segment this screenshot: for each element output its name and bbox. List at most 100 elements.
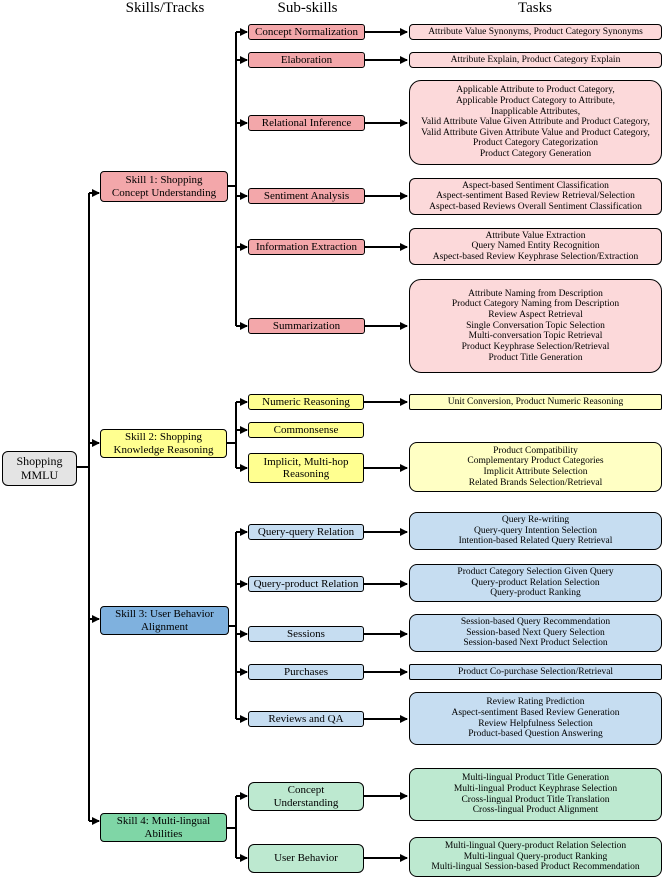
text-line: Query-product Relation Selection [471, 577, 600, 588]
subskill-user-behavior: User Behavior [248, 844, 364, 873]
subskill-concept-normalization: Concept Normalization [248, 24, 365, 40]
text-line: Unit Conversion, Product Numeric Reasoni… [447, 396, 624, 407]
task-numeric-reasoning: Unit Conversion, Product Numeric Reasoni… [409, 394, 662, 410]
text-line: Review Aspect Retrieval [488, 310, 583, 321]
text-line: User Behavior [274, 852, 338, 865]
text-line: Session-based Next Query Selection [466, 627, 605, 638]
subskill-commonsense: Commonsense [248, 422, 364, 438]
subskill-elaboration: Elaboration [248, 52, 365, 68]
text-line: Sessions [287, 627, 325, 640]
text-line: Query Named Entity Recognition [471, 241, 600, 252]
text-line: Skill 4: Multi-lingual [116, 815, 211, 828]
text-line: Concept Normalization [255, 25, 358, 38]
text-line: Skill 1: Shopping [125, 174, 203, 187]
text-line: Attribute Naming from Description [468, 288, 603, 299]
text-line: Aspect-sentiment Based Review Retrieval/… [436, 191, 635, 202]
text-line: Knowledge Reasoning [113, 443, 214, 456]
text-line: Review Rating Prediction [486, 697, 585, 708]
text-line: Aspect-based Sentiment Classification [462, 180, 609, 191]
text-line: Product Keyphrase Selection/Retrieval [461, 341, 610, 352]
text-line: Shopping [16, 454, 63, 469]
text-line: Product Co-purchase Selection/Retrieval [457, 666, 614, 677]
header-skills: Skills/Tracks [125, 0, 205, 16]
text-line: Implicit Attribute Selection [483, 467, 588, 477]
text-line: Single Conversation Topic Selection [466, 320, 605, 331]
text-line: Skill 2: Shopping [124, 431, 203, 444]
text-line: Review Helpfulness Selection [478, 718, 593, 729]
task-elaboration: Attribute Explain, Product Category Expl… [409, 52, 662, 68]
text-line: Product Category Naming from Description [451, 299, 620, 310]
text-line: Product Compatibility [493, 445, 578, 456]
text-line: Aspect-sentiment Based Review Generation [451, 707, 620, 718]
text-line: Reasoning [282, 468, 330, 480]
header-subskills: Sub-skills [277, 0, 338, 16]
subskill-sentiment-analysis: Sentiment Analysis [248, 188, 365, 204]
subskill-reviews-and-qa: Reviews and QA [248, 711, 364, 727]
text-line: Abilities [144, 827, 183, 840]
text-line: Numeric Reasoning [262, 395, 350, 408]
text-line: Attribute Value Synonyms, Product Catego… [428, 26, 643, 37]
text-line: Product Category Selection Given Query [457, 567, 614, 578]
text-line: Product Title Generation [488, 352, 583, 363]
subskill-sessions: Sessions [248, 626, 364, 642]
text-line: Product Category Categorization [472, 138, 599, 149]
text-line: Concept [287, 784, 325, 797]
text-line: Valid Attribute Given Attribute Value an… [421, 127, 650, 138]
text-line: Multi-conversation Topic Retrieval [468, 331, 603, 342]
text-line: Aspect-based Reviews Overall Sentiment C… [429, 201, 642, 212]
text-line: Multi-lingual Query-product Relation Sel… [444, 841, 627, 852]
text-line: Session-based Query Recommendation [460, 617, 611, 628]
text-line: Query-product Ranking [490, 588, 581, 599]
text-line: Aspect-based Review Keyphrase Selection/… [432, 251, 639, 262]
text-line: Relational Inference [261, 116, 352, 129]
text-line: Attribute Value Extraction [485, 230, 586, 241]
text-line: Query Re-writing [501, 515, 570, 526]
text-line: Related Brands Selection/Retrieval [468, 477, 603, 488]
text-line: Elaboration [280, 53, 333, 66]
task-user-behavior: Multi-lingual Query-product Relation Sel… [409, 837, 662, 877]
subskill-purchases: Purchases [248, 664, 364, 680]
text-line: Multi-lingual Product Title Generation [462, 773, 609, 784]
text-line: Query-product Relation [253, 577, 359, 590]
text-line: Multi-lingual Query-product Ranking [463, 851, 608, 862]
subskill-query-product-relation: Query-product Relation [248, 576, 364, 592]
text-line: Sentiment Analysis [263, 189, 350, 202]
text-line: Purchases [284, 665, 328, 678]
text-line: Product-based Question Answering [468, 729, 603, 740]
text-line: Multi-lingual Product Keyphrase Selectio… [453, 783, 618, 794]
text-line: Complementary Product Categories [467, 456, 604, 467]
text-line: Summarization [272, 319, 341, 332]
text-line: Applicable Product Category to Attribute… [455, 95, 616, 106]
text-line: Multi-lingual Session-based Product Reco… [431, 862, 640, 873]
text-line: Inapplicable Attributes, [490, 106, 581, 117]
text-line: MMLU [20, 467, 59, 482]
text-line: Query-query Intention Selection [474, 525, 597, 536]
text-line: Concept Understanding [111, 186, 217, 199]
subskill-numeric-reasoning: Numeric Reasoning [248, 394, 364, 410]
header-tasks: Tasks [518, 0, 552, 16]
subskill-summarization: Summarization [248, 318, 365, 334]
subskill-relational-inference: Relational Inference [248, 115, 365, 131]
text-line: Valid Attribute Value Given Attribute an… [421, 117, 650, 128]
subskill-query-query-relation: Query-query Relation [248, 524, 364, 540]
text-line: Cross-lingual Product Alignment [472, 805, 599, 816]
task-purchases: Product Co-purchase Selection/Retrieval [409, 664, 662, 680]
text-line: Session-based Next Product Selection [463, 638, 608, 649]
